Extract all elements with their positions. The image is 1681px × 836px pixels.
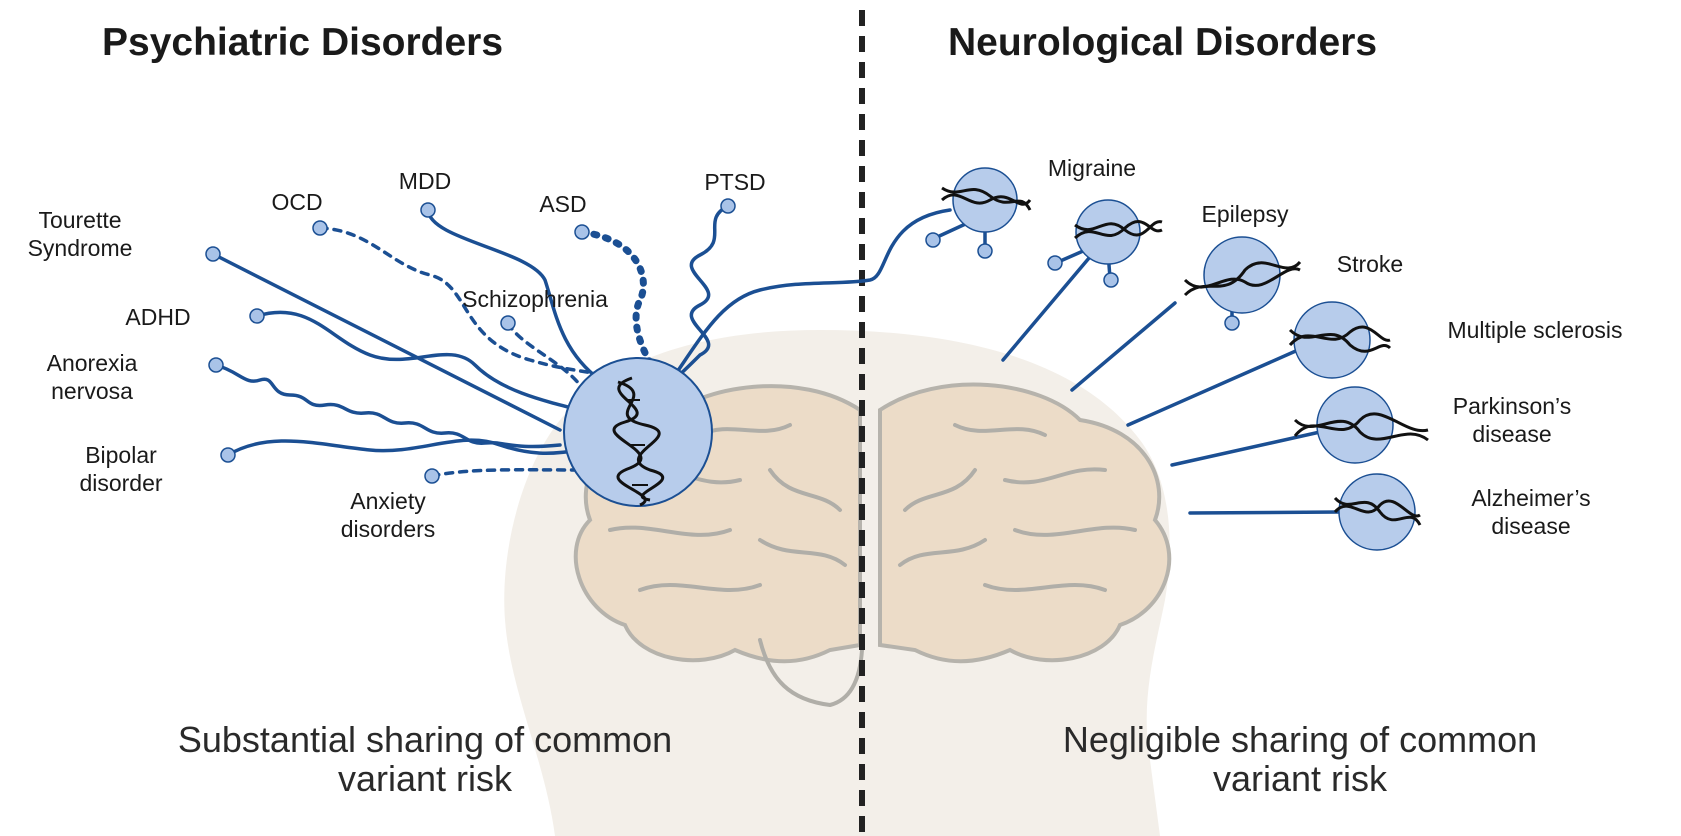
label-adhd: ADHD bbox=[125, 304, 190, 330]
label-mdd: MDD bbox=[399, 168, 451, 194]
tip-bipolar bbox=[221, 448, 235, 462]
label-ptsd: PTSD bbox=[704, 169, 765, 195]
label-alzheimers-2: disease bbox=[1491, 513, 1570, 539]
link-parkinsons bbox=[1172, 432, 1320, 465]
node-migraine bbox=[942, 168, 1030, 232]
label-parkinsons: Parkinson’s bbox=[1453, 393, 1571, 419]
node-stroke bbox=[1185, 237, 1300, 313]
caption-left-2: variant risk bbox=[338, 758, 513, 799]
tip-ptsd bbox=[721, 199, 735, 213]
tip-tourette bbox=[206, 247, 220, 261]
heading-psychiatric: Psychiatric Disorders bbox=[102, 21, 503, 64]
link-ms bbox=[1128, 350, 1298, 425]
label-parkinsons-2: disease bbox=[1472, 421, 1551, 447]
heading-neurological: Neurological Disorders bbox=[948, 21, 1377, 64]
caption-left: Substantial sharing of common bbox=[178, 719, 672, 760]
caption-right-2: variant risk bbox=[1213, 758, 1388, 799]
psychiatric-hub bbox=[564, 358, 712, 506]
label-migraine: Migraine bbox=[1048, 155, 1136, 181]
tip-ocd bbox=[313, 221, 327, 235]
label-stroke: Stroke bbox=[1337, 251, 1403, 277]
label-schizophrenia: Schizophrenia bbox=[462, 286, 608, 312]
label-anxiety: Anxiety bbox=[350, 488, 426, 514]
tip-anorexia bbox=[209, 358, 223, 372]
tip-anxiety bbox=[425, 469, 439, 483]
link-tourette bbox=[213, 254, 560, 430]
label-anorexia: Anorexia bbox=[47, 350, 138, 376]
node-parkinsons bbox=[1295, 387, 1428, 463]
link-schizophrenia bbox=[508, 323, 580, 385]
label-alzheimers: Alzheimer’s bbox=[1471, 485, 1590, 511]
label-bipolar-2: disorder bbox=[79, 470, 162, 496]
label-anxiety-2: disorders bbox=[341, 516, 436, 542]
tip-mdd bbox=[421, 203, 435, 217]
label-tourette: Tourette bbox=[38, 207, 121, 233]
tip-asd bbox=[575, 225, 589, 239]
label-asd: ASD bbox=[539, 191, 586, 217]
label-bipolar: Bipolar bbox=[85, 442, 157, 468]
node-ms bbox=[1290, 302, 1390, 378]
label-anorexia-2: nervosa bbox=[51, 378, 133, 404]
label-ms: Multiple sclerosis bbox=[1447, 317, 1622, 343]
label-ocd: OCD bbox=[271, 189, 322, 215]
node-alzheimers bbox=[1335, 474, 1420, 550]
link-alzheimers bbox=[1190, 512, 1340, 513]
link-stroke bbox=[1072, 303, 1175, 390]
label-epilepsy: Epilepsy bbox=[1202, 201, 1289, 227]
caption-right: Negligible sharing of common bbox=[1063, 719, 1537, 760]
tip-schizophrenia bbox=[501, 316, 515, 330]
tip-adhd bbox=[250, 309, 264, 323]
label-tourette-2: Syndrome bbox=[28, 235, 133, 261]
node-epilepsy bbox=[1075, 200, 1162, 264]
